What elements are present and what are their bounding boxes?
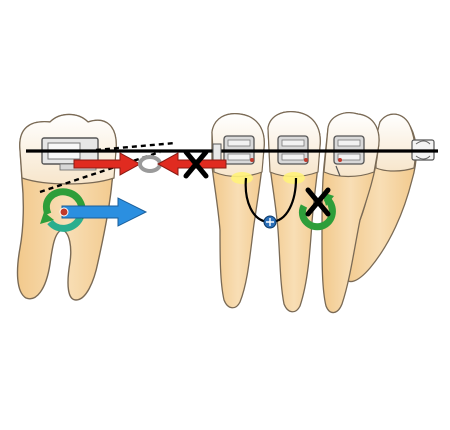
ligature-line-upper [95, 141, 176, 152]
contact-highlight-2 [283, 172, 305, 184]
force-arrow-distal [156, 152, 227, 176]
right-arrow-icon [61, 197, 148, 227]
miniscrew [263, 215, 277, 229]
elastic-chain [73, 152, 227, 176]
x-mark-icon [183, 149, 209, 179]
ligature-line-lower [39, 150, 161, 194]
rotation-arrow-icon [299, 195, 336, 231]
force-arrow-mesial [73, 152, 142, 176]
x-mark-icon [305, 187, 331, 217]
contact-highlight-1 [231, 172, 253, 184]
molar-movement [40, 188, 148, 232]
rotation-arrow-alt-icon [47, 216, 84, 232]
resistance-center [59, 207, 69, 217]
canine [343, 113, 417, 283]
premolar-rotation [299, 187, 336, 231]
